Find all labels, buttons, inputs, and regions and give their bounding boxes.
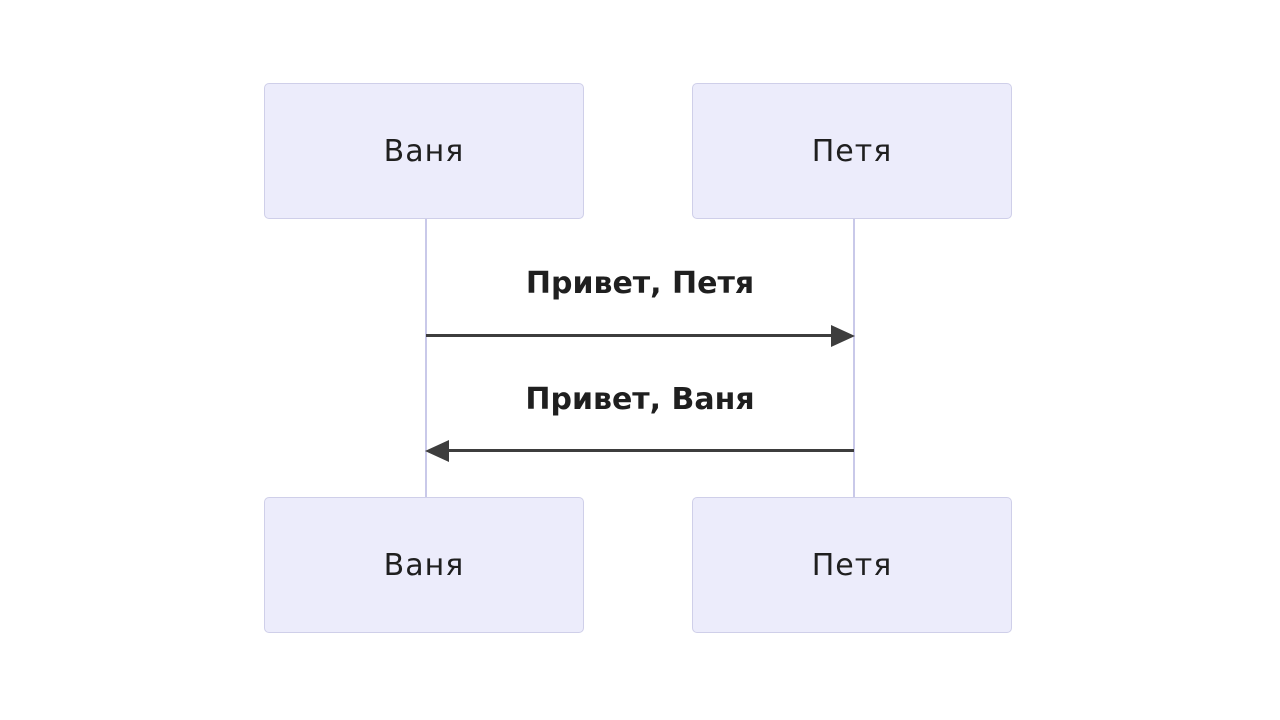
actor-label-vanya-bottom: Ваня: [383, 547, 465, 583]
message-label-1: Привет, Петя: [525, 266, 755, 301]
message-line-1: [426, 334, 846, 337]
arrowhead-left-icon: [425, 440, 449, 462]
actor-box-petya-bottom: Петя: [692, 497, 1012, 633]
actor-box-vanya-bottom: Ваня: [264, 497, 584, 633]
actor-box-vanya-top: Ваня: [264, 83, 584, 219]
message-label-2: Привет, Ваня: [525, 382, 755, 417]
arrowhead-right-icon: [831, 325, 855, 347]
actor-label-petya-bottom: Петя: [811, 547, 893, 583]
lifeline-vanya: [425, 219, 427, 497]
actor-label-petya-top: Петя: [811, 133, 893, 169]
message-line-2: [434, 449, 854, 452]
lifeline-petya: [853, 219, 855, 497]
actor-label-vanya-top: Ваня: [383, 133, 465, 169]
actor-box-petya-top: Петя: [692, 83, 1012, 219]
